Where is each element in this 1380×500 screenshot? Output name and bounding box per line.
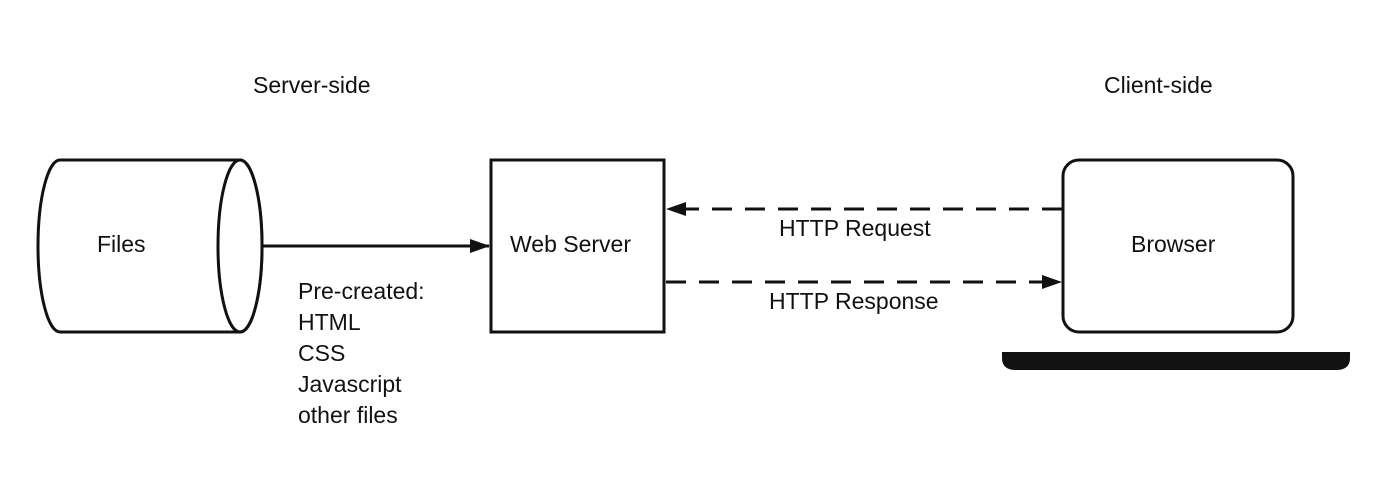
client-side-heading: Client-side — [1104, 72, 1213, 98]
files-cylinder — [36, 158, 264, 334]
web-server-label: Web Server — [510, 231, 632, 257]
laptop-base — [1002, 352, 1350, 370]
files-cylinder-end — [216, 158, 264, 334]
http-request-label: HTTP Request — [779, 215, 931, 241]
file-types-list: Pre-created: HTML CSS Javascript other f… — [298, 276, 425, 431]
server-side-heading: Server-side — [253, 72, 371, 98]
file-type-item: HTML — [298, 309, 361, 335]
http-response-label: HTTP Response — [769, 288, 939, 314]
browser-label: Browser — [1131, 231, 1216, 257]
file-type-item: other files — [298, 402, 398, 428]
files-label: Files — [97, 231, 146, 257]
file-type-item: CSS — [298, 340, 346, 366]
file-types-heading: Pre-created: — [298, 278, 425, 304]
file-type-item: Javascript — [298, 371, 402, 397]
web-server-box — [489, 158, 666, 334]
browser-box — [1061, 158, 1295, 334]
